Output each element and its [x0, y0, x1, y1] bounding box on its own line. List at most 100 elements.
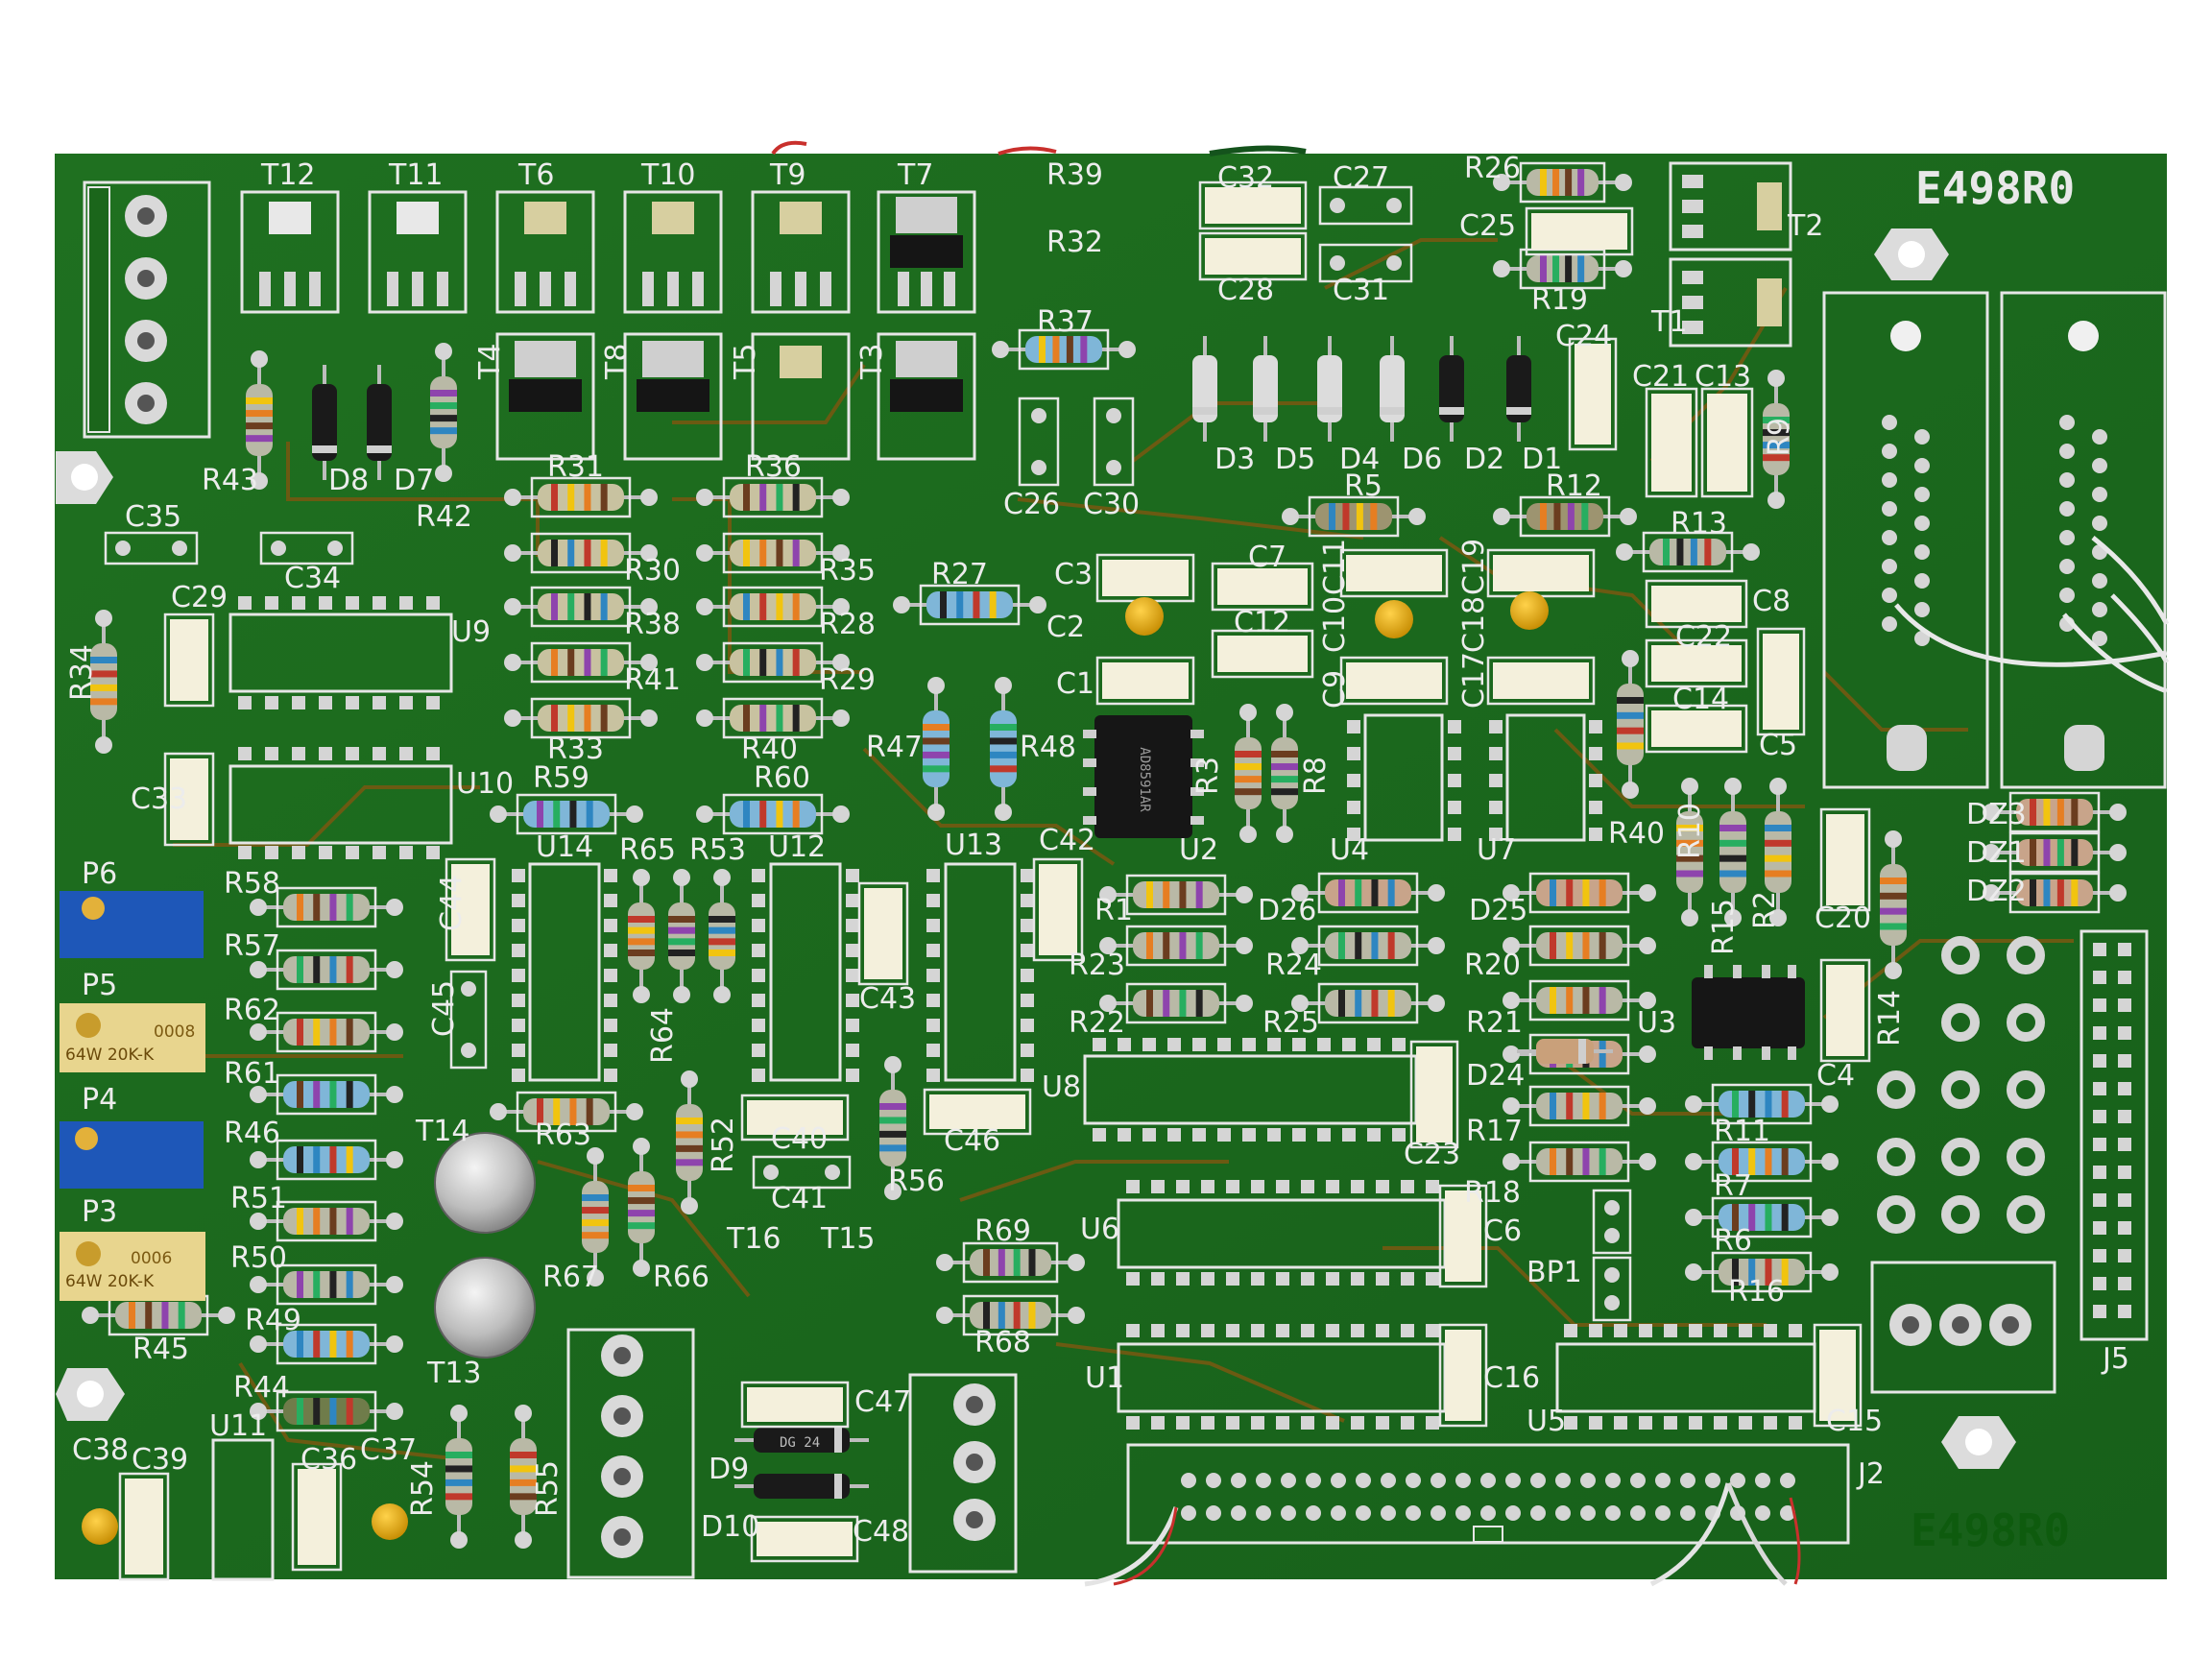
silkscreen-label-t9: T9 — [769, 158, 805, 192]
resistor — [1099, 925, 1253, 967]
silkscreen-label-c37: C37 — [360, 1433, 417, 1467]
capacitor-footprint — [752, 1155, 852, 1190]
resistor — [1685, 1196, 1839, 1238]
silkscreen-label-u14: U14 — [536, 830, 593, 864]
silkscreen-label-r27: R27 — [931, 558, 988, 591]
film-capacitor — [740, 1094, 850, 1142]
film-capacitor — [1568, 337, 1618, 451]
resistor — [250, 949, 403, 991]
resistor — [1685, 1251, 1839, 1293]
silkscreen-label-r65: R65 — [619, 833, 676, 867]
j5-pin-header — [2080, 929, 2149, 1341]
silkscreen-label-c33: C33 — [131, 782, 187, 816]
silkscreen-label-p6: P6 — [82, 857, 117, 891]
silkscreen-label-c1: C1 — [1056, 667, 1094, 701]
resistor — [1291, 872, 1445, 914]
trimmer-p6 — [60, 891, 204, 958]
resistor — [879, 1056, 906, 1200]
resistor — [696, 532, 850, 574]
capacitor-footprint — [1093, 397, 1135, 487]
resistor — [696, 697, 850, 739]
silkscreen-label-u2: U2 — [1179, 833, 1218, 867]
silkscreen-label-r64: R64 — [646, 1007, 680, 1064]
silkscreen-label-r10: R10 — [1673, 803, 1707, 859]
silkscreen-label-r44: R44 — [233, 1371, 290, 1405]
silkscreen-label-r58: R58 — [224, 867, 280, 901]
silkscreen-label-r34: R34 — [65, 644, 99, 701]
silkscreen-label-r40: R40 — [741, 733, 798, 766]
silkscreen-label-dz2: DZ2 — [1966, 875, 2027, 908]
silkscreen-label-c45: C45 — [427, 980, 461, 1037]
silkscreen-label-r5: R5 — [1344, 469, 1382, 503]
silkscreen-label-r56: R56 — [888, 1165, 945, 1198]
silkscreen-label-r47: R47 — [866, 731, 923, 764]
silkscreen-label-r59: R59 — [533, 761, 589, 795]
silkscreen-label-p3: P3 — [82, 1195, 117, 1229]
silkscreen-label-c47: C47 — [854, 1385, 911, 1419]
silkscreen-label-r13: R13 — [1671, 507, 1727, 541]
resistor — [250, 1139, 403, 1181]
resistor — [696, 586, 850, 628]
silkscreen-label-u1: U1 — [1085, 1361, 1124, 1395]
film-capacitor — [1486, 656, 1596, 706]
resistor — [1676, 778, 1703, 926]
resistor — [696, 476, 850, 518]
silkscreen-label-r17: R17 — [1466, 1115, 1523, 1148]
d9-marking: DG 24 — [780, 1435, 820, 1451]
diode — [1317, 336, 1342, 442]
silkscreen-label-r16: R16 — [1728, 1275, 1785, 1309]
silkscreen-label-c30: C30 — [1083, 488, 1140, 521]
resistor — [696, 641, 850, 684]
film-capacitor — [1700, 387, 1754, 498]
silkscreen-label-d8: D8 — [328, 464, 369, 497]
silkscreen-label-d7: D7 — [394, 464, 434, 497]
silkscreen-label-r52: R52 — [707, 1117, 740, 1173]
silkscreen-label-c27: C27 — [1333, 161, 1389, 195]
resistor — [1493, 495, 1637, 538]
diode — [367, 365, 392, 480]
silkscreen-label-r29: R29 — [819, 663, 876, 697]
silkscreen-label-r20: R20 — [1464, 949, 1521, 982]
silkscreen-label-c40: C40 — [771, 1122, 828, 1156]
silkscreen-label-c11: C11 — [1318, 539, 1352, 595]
film-capacitor — [740, 1381, 850, 1429]
resistor — [1880, 830, 1907, 979]
silkscreen-label-r41: R41 — [624, 663, 681, 697]
silkscreen-label-r3: R3 — [1191, 757, 1225, 795]
resistor — [628, 1138, 655, 1277]
silkscreen-label-r61: R61 — [224, 1057, 280, 1091]
film-capacitor — [1819, 958, 1871, 1063]
silkscreen-label-r8: R8 — [1299, 757, 1333, 795]
power-transistors — [495, 332, 976, 461]
silkscreen-label-r24: R24 — [1265, 949, 1322, 982]
silkscreen-label-r11: R11 — [1714, 1115, 1770, 1148]
silkscreen-label-r42: R42 — [416, 500, 472, 534]
silkscreen-label-r69: R69 — [974, 1214, 1031, 1248]
film-capacitor — [1645, 387, 1698, 498]
terminal-block-4pin-bottom — [566, 1328, 695, 1579]
resistor — [1503, 1085, 1656, 1127]
silkscreen-label-r35: R35 — [819, 554, 876, 588]
u2-marking: AD8591AR — [1137, 747, 1152, 812]
diode — [734, 1474, 869, 1499]
silkscreen-label-c44: C44 — [435, 875, 469, 931]
resistor — [490, 793, 643, 835]
resistor — [250, 1263, 403, 1306]
p5-rating: 64W 20K-K — [65, 1046, 155, 1065]
silkscreen-label-c31: C31 — [1333, 274, 1389, 307]
film-capacitor — [1095, 656, 1195, 706]
resistor — [445, 1405, 472, 1549]
silkscreen-label-r7: R7 — [1714, 1169, 1752, 1203]
capacitor-footprint — [1018, 397, 1060, 487]
resistor — [1493, 161, 1632, 204]
silkscreen-label-r50: R50 — [230, 1241, 287, 1275]
silkscreen-label-r57: R57 — [224, 929, 280, 963]
film-capacitor — [163, 613, 215, 708]
silkscreen-label-d6: D6 — [1402, 443, 1442, 476]
tantalum-capacitors — [82, 591, 1549, 1545]
silkscreen-label-c25: C25 — [1459, 209, 1516, 243]
silkscreen-label-r25: R25 — [1262, 1006, 1319, 1040]
resistor — [1271, 704, 1298, 843]
